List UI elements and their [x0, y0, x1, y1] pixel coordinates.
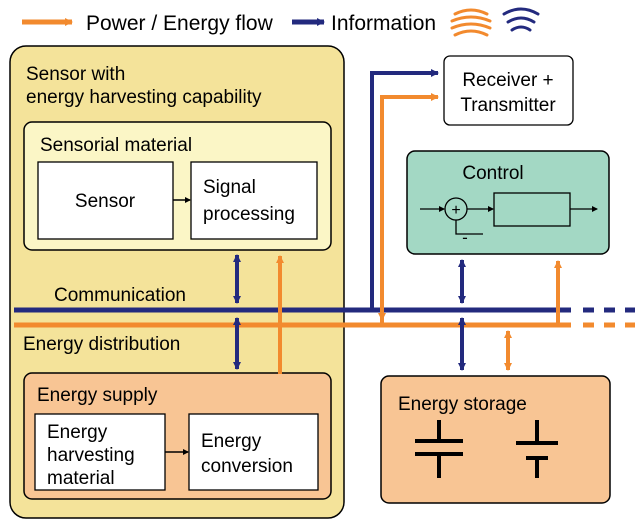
wireless-signal-icon: [502, 7, 540, 32]
energy-conversion-box: [188, 413, 319, 491]
sensor-label: Sensor: [75, 191, 136, 212]
communication-label: Communication: [54, 285, 186, 306]
sensor-box: [37, 161, 174, 240]
comm-to-receiver-link: [370, 69, 439, 310]
control-box: [406, 150, 610, 255]
signal-processing-line2: processing: [203, 204, 295, 225]
receiver-transmitter-box: [443, 55, 574, 126]
sensor-block-title-line2: energy harvesting capability: [26, 87, 262, 108]
energy-harvesting-line3: material: [47, 468, 115, 489]
energy-to-receiver-link: [380, 93, 439, 325]
legend-power-label: Power / Energy flow: [86, 12, 274, 35]
energy-conversion-line2: conversion: [201, 456, 293, 477]
energy-storage-title: Energy storage: [398, 394, 527, 415]
energy-supply-title: Energy supply: [37, 385, 158, 406]
energy-harvesting-line1: Energy: [47, 422, 108, 443]
wireless-power-icon: [450, 8, 492, 37]
legend-information-label: Information: [331, 12, 436, 35]
energy-distribution-label: Energy distribution: [23, 334, 180, 355]
energy-conversion-line1: Energy: [201, 431, 262, 452]
battery-icon: [516, 420, 558, 478]
control-feedback-path: [455, 220, 483, 235]
signal-processing-box: [190, 161, 318, 240]
energy-harvesting-line2: harvesting: [47, 445, 135, 466]
control-feedback-sign: -: [462, 228, 468, 247]
energy-harvesting-box: [34, 413, 166, 491]
control-sum-sign: +: [451, 202, 460, 219]
sensorial-material-title: Sensorial material: [40, 135, 192, 156]
capacitor-icon: [415, 420, 463, 478]
legend: Power / Energy flow Information: [22, 7, 540, 37]
control-title: Control: [462, 163, 523, 184]
receiver-line1: Receiver +: [462, 70, 553, 91]
sensor-block-title-line1: Sensor with: [26, 64, 125, 85]
receiver-line2: Transmitter: [460, 95, 556, 116]
signal-processing-line1: Signal: [203, 177, 256, 198]
